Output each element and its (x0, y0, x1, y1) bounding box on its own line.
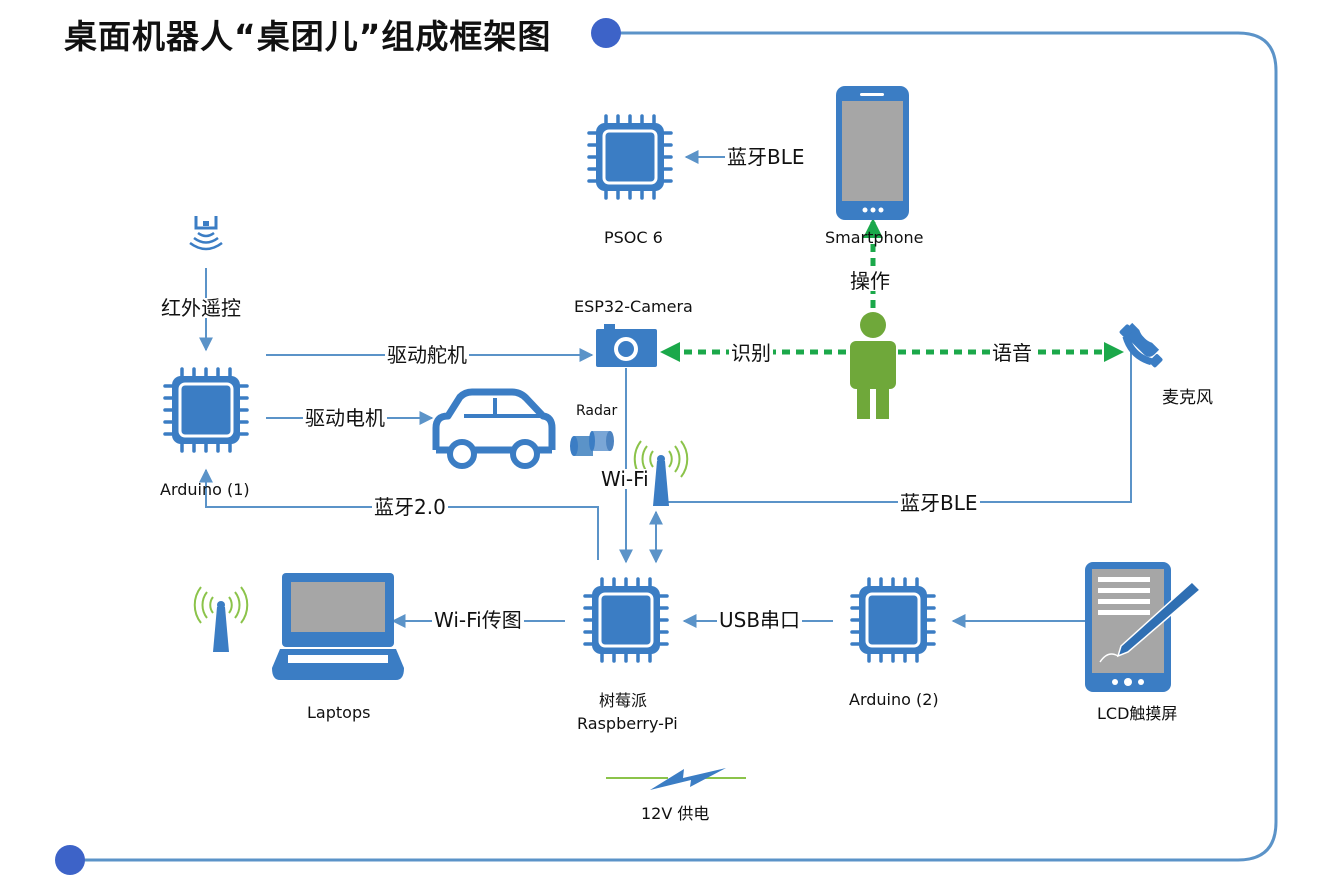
chip-icon-raspberry (583, 577, 669, 663)
edge-mic-antenna (665, 352, 1132, 503)
edge-label-ble-mic: 蓝牙BLE (898, 491, 980, 515)
radar-icon (570, 431, 614, 456)
label-laptops: Laptops (307, 703, 371, 722)
car-icon (432, 388, 556, 469)
chip-icon-psoc6 (587, 114, 673, 200)
label-arduino1: Arduino (1) (160, 480, 250, 499)
smartphone-icon (836, 86, 909, 220)
edge-label-wifi: Wi-Fi (599, 467, 651, 491)
person-icon (850, 312, 896, 419)
frame-dot-bottom (55, 845, 85, 875)
chip-icon-arduino2 (850, 577, 936, 663)
label-arduino2: Arduino (2) (849, 690, 939, 709)
edge-label-bt20: 蓝牙2.0 (372, 495, 448, 519)
label-esp32: ESP32-Camera (574, 297, 693, 316)
phone-handset-icon (1119, 322, 1163, 368)
label-microphone: 麦克风 (1162, 388, 1213, 408)
label-radar: Radar (576, 403, 618, 419)
edge-label-ir-remote: 红外遥控 (159, 296, 243, 320)
ir-remote-icon (189, 216, 223, 251)
label-psoc6: PSOC 6 (604, 228, 663, 247)
edge-label-recognize: 识别 (729, 341, 773, 365)
lightning-icon (606, 768, 746, 790)
edge-label-operate: 操作 (848, 269, 892, 293)
label-lcd: LCD触摸屏 (1097, 704, 1178, 723)
edge-label-voice: 语音 (990, 341, 1034, 365)
label-smartphone: Smartphone (825, 228, 924, 247)
edge-label-servo: 驱动舵机 (385, 343, 469, 367)
antenna-icon-laptop (193, 586, 249, 653)
edge-label-usb-serial: USB串口 (717, 608, 803, 632)
edge-label-motor: 驱动电机 (303, 406, 387, 430)
chip-icon-arduino1 (163, 367, 249, 453)
label-power: 12V 供电 (641, 804, 710, 823)
connectors (199, 150, 1132, 628)
frame-dot-top (591, 18, 621, 48)
tablet-icon (1085, 562, 1202, 692)
edge-label-wifi-transfer: Wi-Fi传图 (432, 608, 524, 632)
label-raspberry-en: Raspberry-Pi (577, 714, 678, 733)
frame (55, 18, 1278, 875)
edge-label-ble-phone: 蓝牙BLE (725, 145, 807, 169)
label-raspberry-cn: 树莓派 (599, 691, 648, 710)
page-title: 桌面机器人“桌团儿”组成框架图 (64, 17, 552, 56)
camera-icon (596, 324, 657, 367)
laptop-icon (272, 573, 404, 680)
